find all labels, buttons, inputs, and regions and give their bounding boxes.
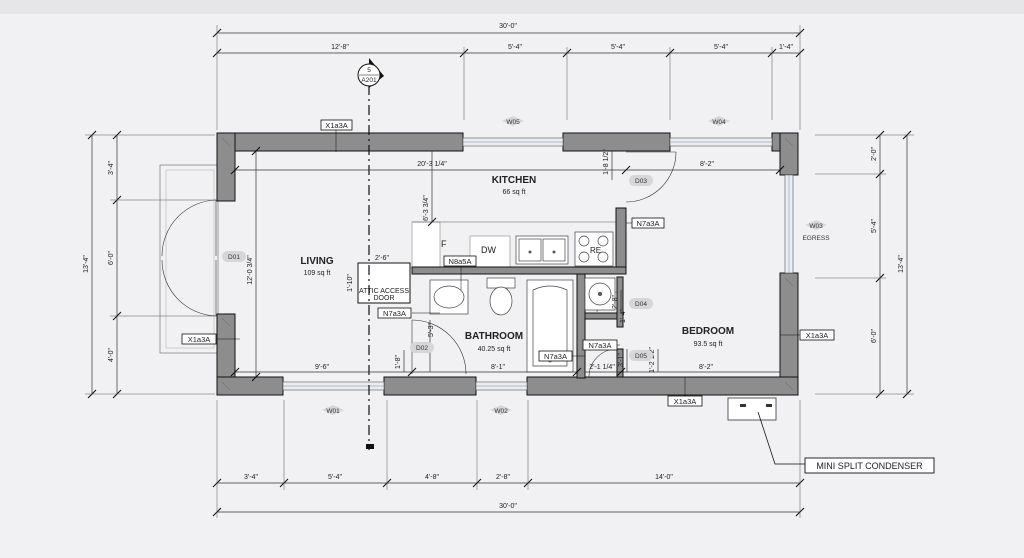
tag-leaders — [217, 129, 800, 396]
dim-left-segment: 4'-0" — [108, 348, 115, 362]
wall-hatch — [221, 137, 794, 391]
dim-closet-bottom: 2'-1 1/4" — [589, 364, 615, 371]
top-band — [0, 0, 1024, 14]
section-sheet: A201 — [361, 77, 377, 84]
room-name-living: LIVING — [300, 256, 334, 267]
wall-tag: X1a3A — [188, 335, 211, 344]
room-area-bathroom: 40.25 sq ft — [478, 346, 511, 353]
room-labels: KITCHEN 66 sq ft LIVING 109 sq ft BATHRO… — [300, 175, 734, 353]
dim-d05-side: 3'-1" — [618, 353, 625, 367]
room-name-kitchen: KITCHEN — [492, 175, 536, 186]
wall-tag: N7a3A — [544, 352, 567, 361]
dim-d02-side: 1'-8" — [395, 355, 402, 369]
windows — [282, 137, 794, 391]
section-cut: 5 A201 — [357, 58, 384, 450]
fridge-label: F — [441, 239, 447, 249]
dim-attic-height: 1'-10" — [347, 274, 354, 292]
room-area-kitchen: 66 sq ft — [503, 189, 526, 196]
interior-doors — [411, 151, 677, 378]
room-name-bedroom: BEDROOM — [682, 326, 734, 337]
dim-left-segment: 6'-0" — [108, 251, 115, 265]
dim-closet-h1: 2'-8" — [612, 295, 619, 309]
door-tag: D05 — [635, 353, 647, 360]
wall-tag: X1a3A — [325, 121, 348, 130]
walls — [216, 132, 799, 396]
dim-left-total: 13'-4" — [83, 255, 90, 273]
dim-overall-top: 30'-0" — [499, 23, 517, 30]
dim-top-segment: 5'-4" — [714, 44, 728, 51]
attic-label-2: DOOR — [374, 295, 395, 302]
dimension-labels: 30'-0" 12'-8" 5'-4" 5'-4" 5'-4" 1'-4" 3'… — [83, 23, 905, 510]
attic-label: ATTIC ACCESS — [359, 288, 409, 295]
wall-tags: X1a3A X1a3A X1a3A X1a3A N7a3A N8a5A N7a3… — [181, 119, 835, 407]
entry-porch — [159, 164, 219, 354]
dishwasher-label: DW — [481, 245, 496, 255]
door-tag: D03 — [635, 178, 647, 185]
condenser-label: MINI SPLIT CONDENSER — [816, 461, 923, 471]
wall-tag: X1a3A — [806, 331, 829, 340]
attic-access: ATTIC ACCESS DOOR — [357, 262, 411, 304]
dim-top-segment: 1'-4" — [779, 44, 793, 51]
dim-bottom-segment: 3'-4" — [244, 474, 258, 481]
dim-bedroom-bottom: 8'-2" — [699, 364, 713, 371]
wall-tag: N7a3A — [383, 309, 406, 318]
dim-living-bottom: 9'-6" — [315, 364, 329, 371]
egress-label: EGRESS — [802, 235, 830, 242]
dimension-lines — [85, 25, 914, 518]
interior-dimension-labels: 20'-3 1/4" 12'-0 3/4" 6'-3 3/4" 1'-8 1/2… — [247, 149, 714, 373]
room-name-bathroom: BATHROOM — [465, 331, 523, 342]
dim-right-segment: 6'-0" — [871, 329, 878, 343]
dim-bottom-segment: 5'-4" — [328, 474, 342, 481]
door-tag: D01 — [228, 254, 240, 261]
dim-d05-side-2: 1'-2 1/2" — [649, 347, 656, 373]
dim-kitchen-width: 20'-3 1/4" — [417, 161, 447, 168]
dim-bottom-segment: 4'-8" — [425, 474, 439, 481]
interior-dimensions — [230, 146, 785, 382]
door-tags: D01 D02 D03 D04 D05 — [222, 175, 653, 361]
dim-top-segment: 12'-8" — [331, 44, 349, 51]
wall-tag: N8a5A — [449, 257, 472, 266]
interior-lines: F DW RE — [411, 221, 616, 269]
room-area-living: 109 sq ft — [304, 270, 331, 277]
door-tag: D02 — [416, 345, 428, 352]
window-tag: W04 — [712, 119, 726, 126]
window-tag: W01 — [326, 408, 340, 415]
dim-bath-bottom: 8'-1" — [491, 364, 505, 371]
dim-overall-bottom: 30'-0" — [499, 503, 517, 510]
dim-left-segment: 3'-4" — [108, 161, 115, 175]
dim-right-segment: 2'-0" — [871, 147, 878, 161]
window-tag: W02 — [494, 408, 508, 415]
dim-bottom-segment: 14'-0" — [655, 474, 673, 481]
dim-bedroom-top: 8'-2" — [700, 161, 714, 168]
room-area-bedroom: 93.5 sq ft — [694, 341, 723, 348]
dim-kitchen-depth: 6'-3 3/4" — [423, 195, 430, 221]
wall-tag: N7a3A — [637, 219, 660, 228]
section-number: 5 — [367, 67, 371, 74]
dim-top-segment: 5'-4" — [611, 44, 625, 51]
dim-right-total: 13'-4" — [898, 255, 905, 273]
dim-top-segment: 5'-4" — [508, 44, 522, 51]
dim-bottom-segment: 2'-8" — [496, 474, 510, 481]
dim-right-segment: 5'-4" — [871, 219, 878, 233]
dim-closet-h2: 1'-4" — [620, 309, 627, 323]
mini-split-condenser: MINI SPLIT CONDENSER — [727, 397, 935, 474]
wall-tag: X1a3A — [674, 397, 697, 406]
dim-living-height: 12'-0 3/4" — [247, 255, 254, 285]
dim-bath-left: 5'-3" — [428, 323, 435, 337]
wall-tag: N7a3A — [589, 341, 612, 350]
window-tags: W05 W04 W03 EGRESS W01 W02 — [322, 116, 830, 415]
door-tag: D04 — [635, 301, 647, 308]
range-label: RE — [590, 246, 601, 255]
window-tag: W03 — [809, 223, 823, 230]
window-tag: W05 — [506, 119, 520, 126]
dim-fridge-width: 1'-8 1/2" — [603, 149, 610, 175]
dim-attic-width: 2'-6" — [375, 255, 389, 262]
